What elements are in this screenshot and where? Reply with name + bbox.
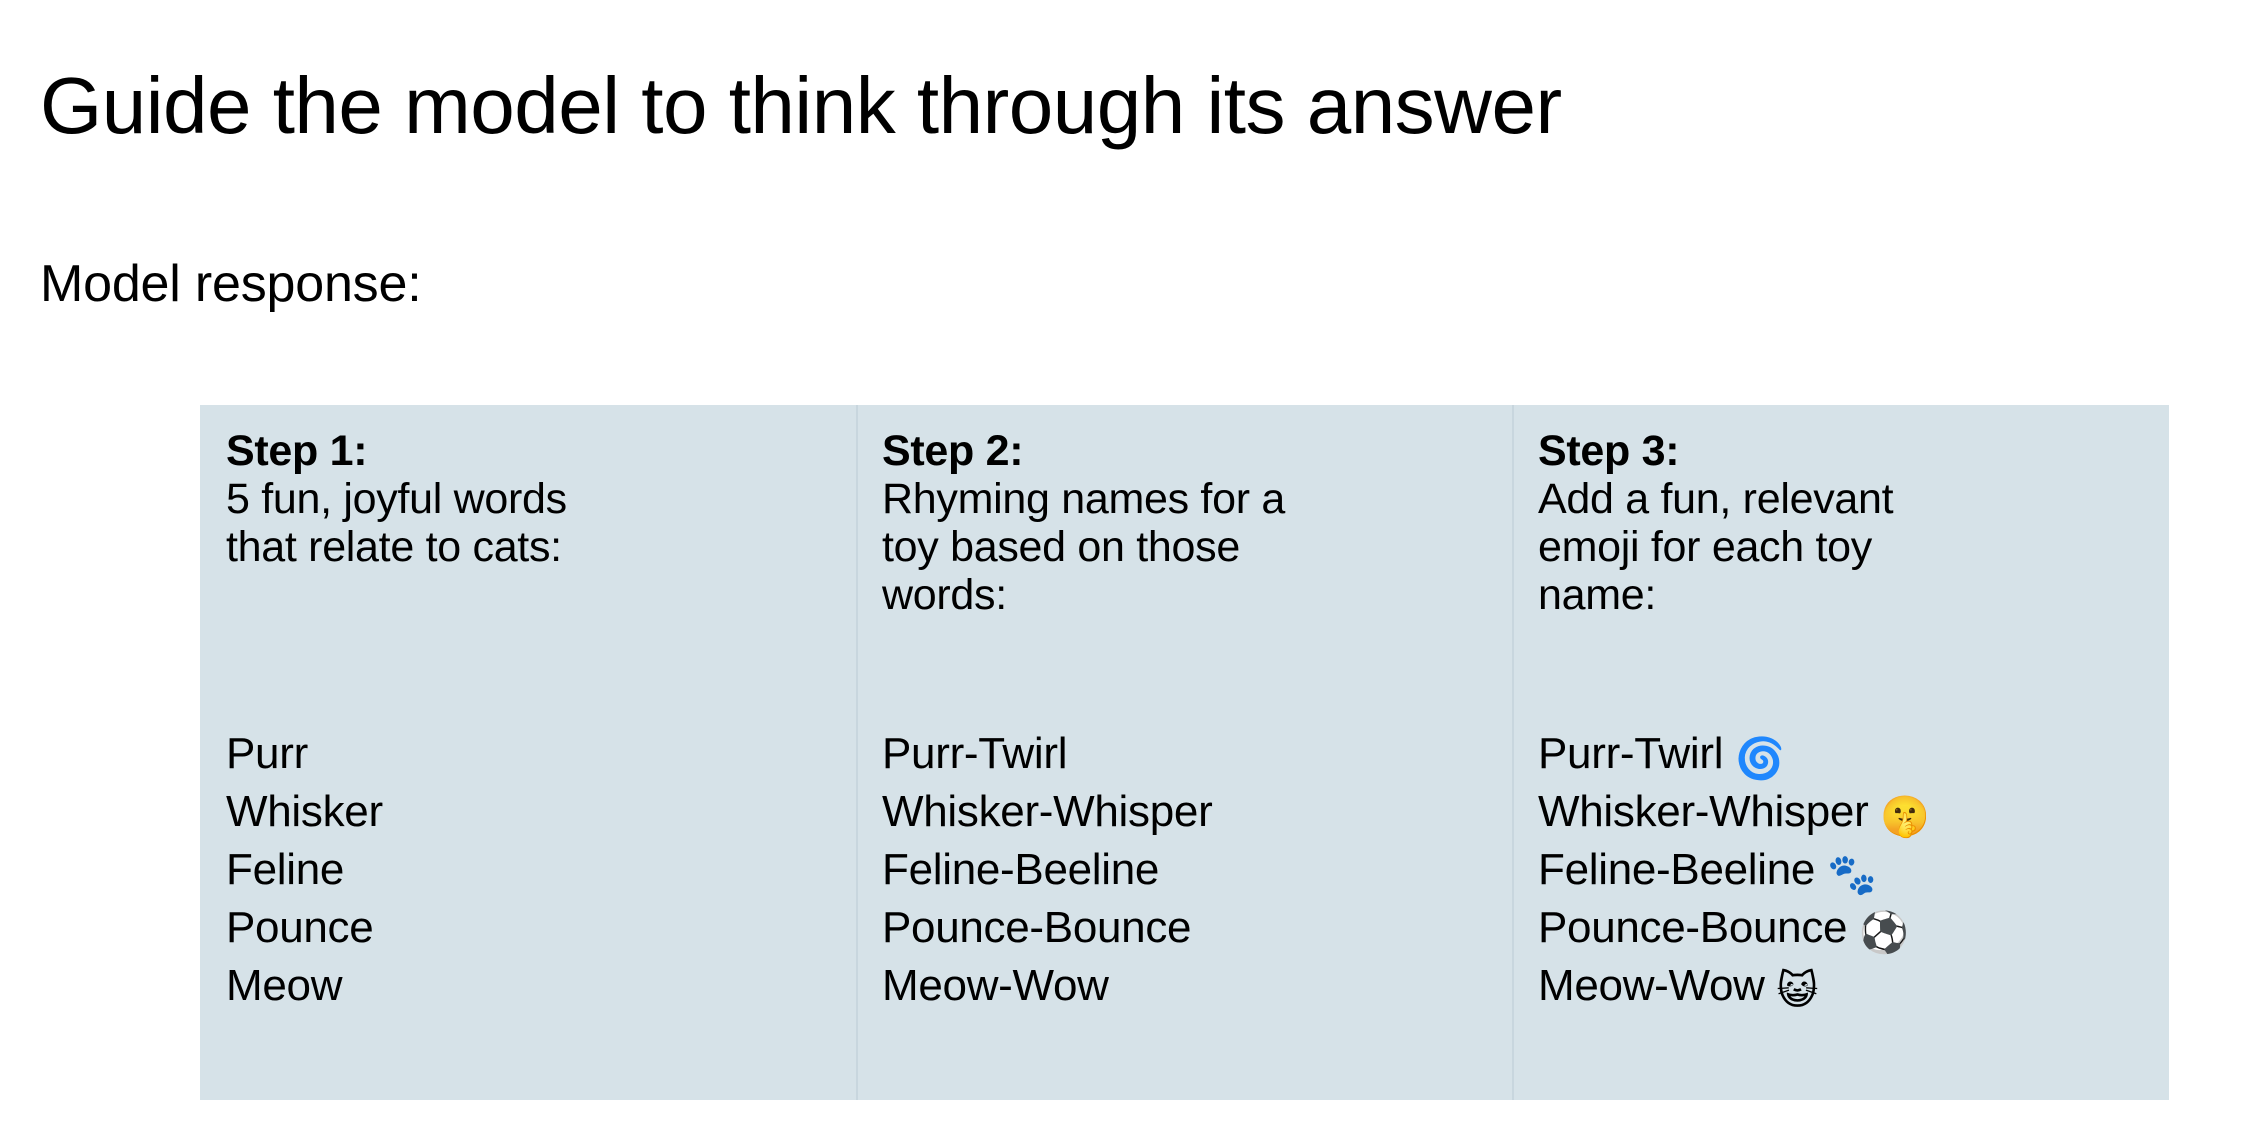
list-item: Purr-Twirl [882, 725, 1494, 783]
shushing-face-icon: 🤫 [1880, 794, 1930, 840]
list-item: Whisker-Whisper [882, 783, 1494, 841]
list-item-text: Pounce [226, 903, 374, 952]
list-item-text: Feline-Beeline [882, 845, 1160, 894]
list-item: Whisker-Whisper🤫 [1538, 783, 2151, 841]
step-heading: Step 3: [1538, 427, 1680, 475]
list-item-text: Pounce-Bounce [1538, 903, 1848, 952]
list-item-text: Purr [226, 729, 308, 778]
list-item-text: Whisker-Whisper [882, 787, 1213, 836]
step-column-2: Step 2: Rhyming names for a toy based on… [856, 405, 1512, 1100]
page-title: Guide the model to think through its ans… [40, 60, 1562, 150]
list-item: Meow-Wow😺 [1538, 957, 2151, 1015]
step-heading: Step 2: [882, 427, 1024, 475]
step-description: Add a fun, relevant emoji for each toy n… [1538, 475, 1894, 620]
list-item-text: Meow-Wow [1538, 961, 1765, 1010]
steps-panel: Step 1: 5 fun, joyful words that relate … [200, 405, 2169, 1100]
step-item-list: Purr-Twirl🌀 Whisker-Whisper🤫 Feline-Beel… [1538, 725, 2151, 1015]
paw-prints-icon: 🐾 [1827, 852, 1877, 898]
list-item-text: Feline [226, 845, 345, 894]
list-item: Feline [226, 841, 838, 899]
list-item: Whisker [226, 783, 838, 841]
list-item-text: Purr-Twirl [1538, 729, 1724, 778]
list-item-text: Whisker-Whisper [1538, 787, 1869, 836]
list-item-text: Pounce-Bounce [882, 903, 1192, 952]
step-column-1: Step 1: 5 fun, joyful words that relate … [200, 405, 856, 1100]
step-column-3: Step 3: Add a fun, relevant emoji for ea… [1512, 405, 2169, 1100]
list-item: Meow-Wow [882, 957, 1494, 1015]
list-item: Feline-Beeline [882, 841, 1494, 899]
list-item: Purr-Twirl🌀 [1538, 725, 2151, 783]
list-item-text: Purr-Twirl [882, 729, 1068, 778]
cyclone-icon: 🌀 [1735, 736, 1785, 782]
step-description: Rhyming names for a toy based on those w… [882, 475, 1285, 620]
list-item: Pounce [226, 899, 838, 957]
step-item-list: Purr-Twirl Whisker-Whisper Feline-Beelin… [882, 725, 1494, 1015]
soccer-ball-icon: ⚽ [1859, 910, 1909, 956]
list-item: Purr [226, 725, 838, 783]
grinning-cat-face-icon: 😺 [1776, 968, 1819, 1014]
step-description: 5 fun, joyful words that relate to cats: [226, 475, 567, 572]
list-item: Pounce-Bounce [882, 899, 1494, 957]
step-heading: Step 1: [226, 427, 368, 475]
list-item-text: Feline-Beeline [1538, 845, 1816, 894]
model-response-label: Model response: [40, 255, 422, 313]
list-item: Meow [226, 957, 838, 1015]
list-item-text: Meow [226, 961, 343, 1010]
list-item-text: Whisker [226, 787, 383, 836]
list-item: Pounce-Bounce⚽ [1538, 899, 2151, 957]
list-item: Feline-Beeline🐾 [1538, 841, 2151, 899]
step-item-list: Purr Whisker Feline Pounce Meow [226, 725, 838, 1015]
list-item-text: Meow-Wow [882, 961, 1109, 1010]
